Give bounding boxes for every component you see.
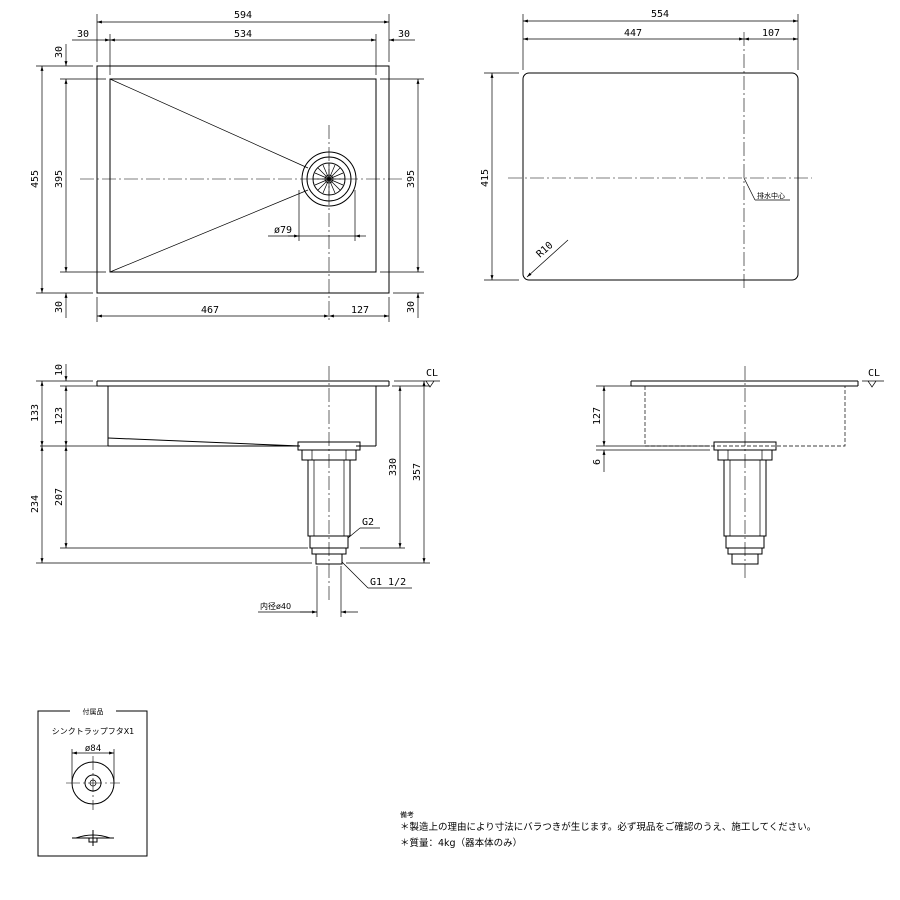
dim-overall-depth: 455 <box>30 170 41 188</box>
plan-inner-outline <box>109 78 377 273</box>
thread-g2-label: G2 <box>362 517 374 528</box>
dim-overall-width: 594 <box>234 10 252 21</box>
dim-flange-bottom-right: 30 <box>406 301 417 313</box>
plan-drain-icon <box>301 151 357 207</box>
dim-overall-height: 357 <box>412 463 423 481</box>
trap-cover-plan-icon <box>66 756 120 810</box>
dim-drain-to-edge: 107 <box>762 28 780 39</box>
dim-flange-right: 30 <box>398 29 410 40</box>
side-section-view: CL 127 6 <box>592 366 884 580</box>
dim-flange-thickness: 10 <box>54 364 65 376</box>
plan-outer-outline <box>96 65 390 294</box>
dim-inner-depth-right: 395 <box>406 170 417 188</box>
dim-flange-top: 30 <box>54 46 65 58</box>
dim-inner-depth-left: 395 <box>54 170 65 188</box>
dim-cutout-depth: 415 <box>480 169 491 187</box>
dim-inner-diameter: 内径ø40 <box>260 601 291 611</box>
front-cl-label: CL <box>426 368 438 379</box>
drain-center-label: 排水中心 <box>757 191 785 200</box>
trap-cover-side-icon <box>72 830 114 846</box>
cutout-outline <box>522 72 799 281</box>
cutout-view: 554 447 107 415 R10 排水中心 <box>480 9 812 290</box>
dim-accessory-diameter: ø84 <box>85 744 101 754</box>
dim-drain-offset-left: 467 <box>201 305 219 316</box>
accessory-title: 付属品 <box>83 707 104 716</box>
thread-g1-label: G1 1/2 <box>370 577 406 588</box>
notes-line-1: ＊製造上の理由により寸法にバラつきが生じます。必ず現品をご確認のうえ、施工してく… <box>400 821 816 833</box>
dim-cutout-width: 554 <box>651 9 669 20</box>
front-section-view: CL 10 133 123 234 207 330 357 <box>30 364 440 617</box>
accessory-name: シンクトラップフタX1 <box>52 727 135 736</box>
dim-total-height: 330 <box>388 458 399 476</box>
dim-flange-left: 30 <box>77 29 89 40</box>
dim-drain-diameter: ø79 <box>274 225 292 236</box>
plan-slope-line-bottom <box>109 189 309 273</box>
dim-inner-width: 534 <box>234 29 252 40</box>
dim-cutout-to-drain: 447 <box>624 28 642 39</box>
dim-upper-height: 133 <box>30 404 41 422</box>
plan-view: 594 534 30 30 455 395 30 30 395 30 <box>30 10 424 322</box>
side-cl-label: CL <box>868 368 880 379</box>
dim-corner-radius: R10 <box>535 240 556 260</box>
dim-side-bottom-thickness: 6 <box>592 459 603 465</box>
dim-bowl-depth: 123 <box>54 407 65 425</box>
notes-block: 備考 ＊製造上の理由により寸法にバラつきが生じます。必ず現品をご確認のうえ、施工… <box>400 810 816 849</box>
dim-side-bowl-depth: 127 <box>592 407 603 425</box>
notes-line-2: ＊質量：4kg（器本体のみ） <box>400 837 522 849</box>
accessory-box: 付属品 シンクトラップフタX1 ø84 <box>37 705 148 857</box>
dim-drain-length: 234 <box>30 495 41 513</box>
dim-drain-offset-right: 127 <box>351 305 369 316</box>
dim-flange-bottom: 30 <box>54 301 65 313</box>
dim-trap-length: 207 <box>54 488 65 506</box>
notes-heading: 備考 <box>400 810 414 819</box>
plan-slope-line-top <box>109 78 309 169</box>
